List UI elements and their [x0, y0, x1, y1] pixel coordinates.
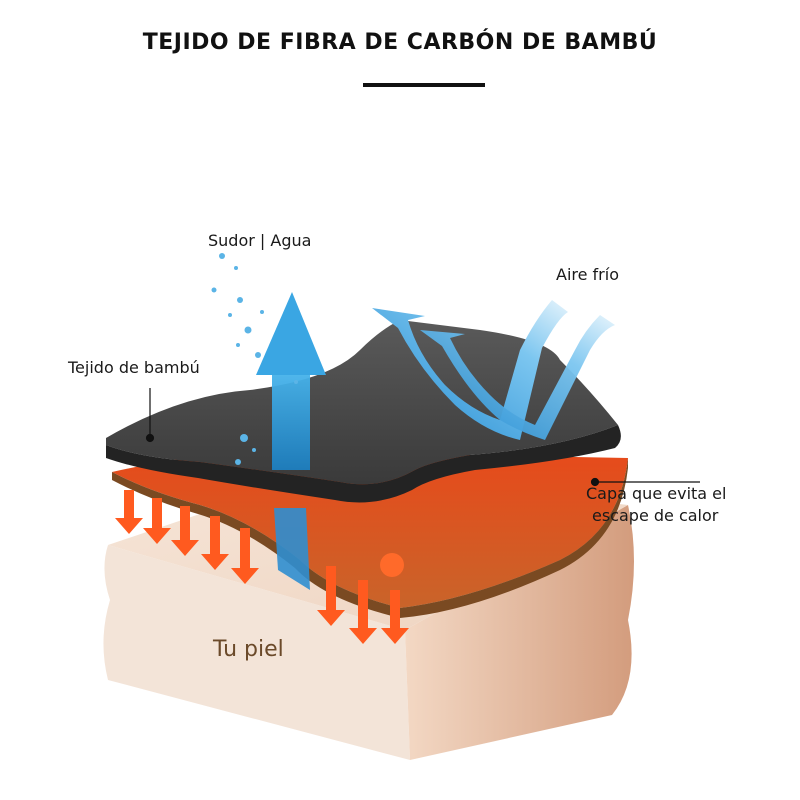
heat-arrows — [115, 490, 409, 644]
droplet — [240, 434, 248, 442]
callout-dot-bamboo — [145, 433, 155, 443]
heat-arrow — [381, 590, 409, 644]
droplet — [294, 380, 298, 384]
heat-layer-label-line1: Capa que evita el — [586, 484, 727, 503]
cold-air-label: Aire frío — [556, 265, 619, 284]
fabric-sheet — [106, 320, 618, 485]
heat-arrow — [115, 490, 143, 534]
water-arrow-head — [256, 292, 326, 375]
heat-swirl — [380, 553, 404, 577]
droplet — [255, 352, 261, 358]
fabric-underside — [106, 425, 621, 503]
droplet — [260, 310, 264, 314]
air-arrow-right — [420, 315, 615, 440]
skin-label: Tu piel — [213, 637, 284, 662]
callout-lines — [145, 388, 700, 487]
droplet — [236, 343, 240, 347]
water-droplets — [211, 253, 298, 465]
droplet — [234, 266, 238, 270]
water-arrow-lower — [274, 508, 310, 590]
heat-arrow — [349, 580, 377, 644]
bamboo-fabric-label: Tejido de bambú — [68, 358, 200, 377]
bamboo-fabric-layer — [106, 320, 621, 503]
title-underline — [363, 83, 485, 87]
heat-layer — [112, 445, 628, 618]
sweat-water-label: Sudor | Agua — [208, 231, 312, 250]
air-arrow-left — [372, 300, 568, 440]
water-arrow-shaft — [272, 375, 310, 470]
heat-layer-sheet — [112, 445, 628, 608]
droplet — [252, 448, 256, 452]
heat-arrow — [317, 566, 345, 626]
droplet — [228, 313, 232, 317]
sweat-water-arrow — [256, 292, 326, 590]
cold-air-arrows — [372, 300, 615, 440]
page-title: TEJIDO DE FIBRA DE CARBÓN DE BAMBÚ — [142, 30, 658, 55]
droplet — [244, 326, 252, 334]
heat-arrow — [231, 528, 259, 584]
skin-front-face — [103, 545, 411, 760]
heat-arrow — [171, 506, 199, 556]
droplet — [235, 459, 241, 465]
droplet — [237, 297, 243, 303]
skin-right-face — [405, 505, 634, 760]
callout-dot-heat — [590, 477, 600, 487]
droplet — [219, 253, 225, 259]
droplet — [211, 287, 217, 293]
heat-arrow — [143, 498, 171, 544]
heat-layer-label-line2: escape de calor — [592, 506, 719, 525]
heat-arrow — [201, 516, 229, 570]
